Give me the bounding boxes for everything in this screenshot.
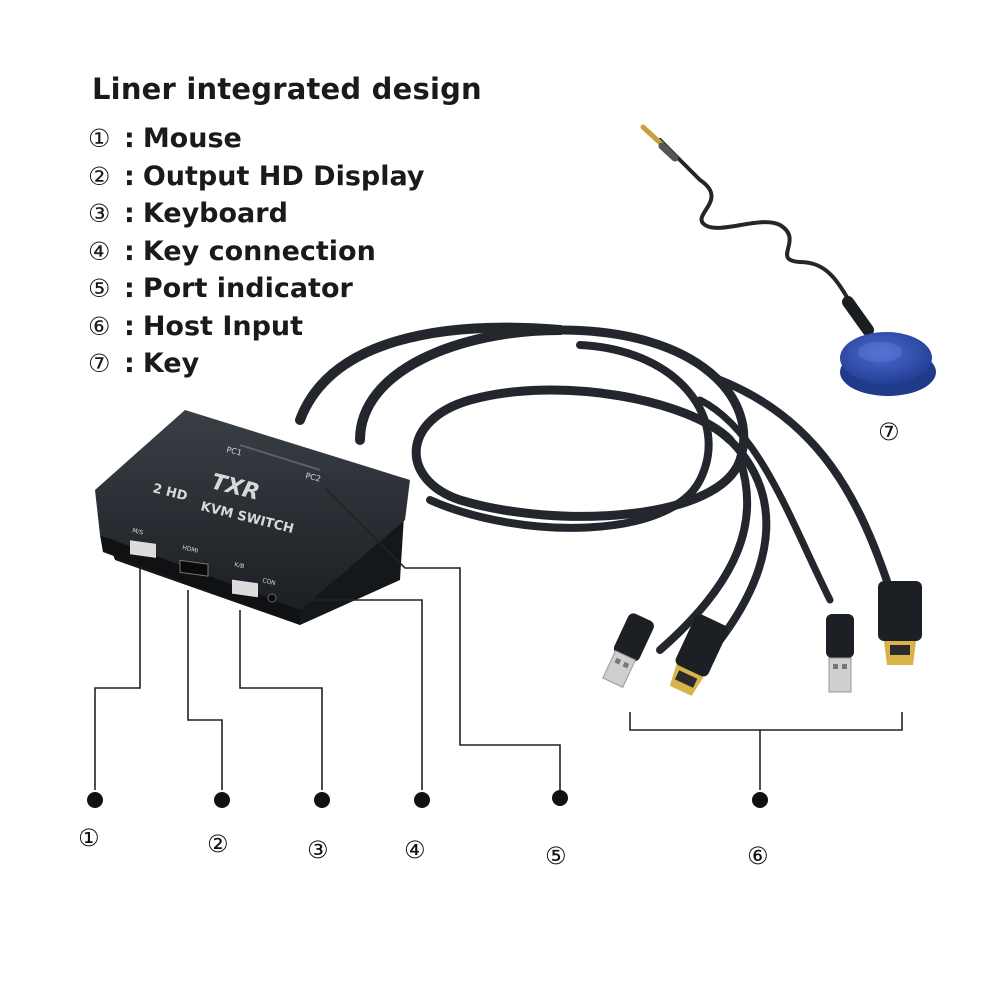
callout-port-indicator: ⑤: [545, 842, 567, 870]
leader-lines: [94, 487, 903, 790]
key-cable: [640, 124, 874, 336]
keyboard-usb-port: [232, 579, 258, 598]
legend-separator: :: [124, 123, 135, 155]
legend-number: ⑥: [88, 311, 111, 341]
legend-number: ③: [88, 199, 111, 229]
hdmi-port: [179, 559, 209, 577]
leader-dots: [87, 790, 768, 808]
kvm-device: [95, 410, 410, 625]
legend-item: ⑤ : Port indicator: [88, 270, 424, 308]
callout-key: ⑦: [878, 418, 900, 446]
legend-item: ② : Output HD Display: [88, 158, 424, 196]
callout-mouse: ①: [78, 824, 100, 852]
legend-separator: :: [124, 310, 135, 342]
legend-label: Host Input: [142, 310, 304, 342]
legend-label: Key connection: [142, 235, 376, 267]
indicator-pc2-label: PC2: [305, 471, 322, 483]
legend-separator: :: [124, 348, 135, 380]
indicator-pc1-label: PC1: [226, 445, 243, 457]
legend-number: ④: [88, 236, 111, 266]
legend-item: ⑦ : Key: [88, 345, 424, 383]
page-title: Liner integrated design: [92, 72, 482, 106]
legend-label: Mouse: [142, 123, 242, 155]
legend-separator: :: [124, 273, 135, 305]
legend: ① : Mouse ② : Output HD Display ③ : Keyb…: [88, 120, 424, 383]
legend-number: ①: [88, 124, 111, 154]
port-kb-label: K/B: [234, 561, 245, 570]
callout-output-display: ②: [207, 830, 229, 858]
legend-separator: :: [124, 198, 135, 230]
key-connection-port: [267, 593, 277, 603]
legend-item: ⑥ : Host Input: [88, 308, 424, 346]
legend-item: ③ : Keyboard: [88, 195, 424, 233]
legend-separator: :: [124, 160, 135, 192]
legend-label: Output HD Display: [142, 160, 425, 192]
mouse-usb-port: [130, 540, 156, 558]
legend-number: ②: [88, 161, 111, 191]
key-button-icon: [840, 332, 936, 396]
legend-number: ⑤: [88, 274, 111, 304]
device-ports: [130, 540, 277, 603]
callout-key-connection: ④: [404, 836, 426, 864]
legend-label: Port indicator: [142, 273, 353, 305]
port-con-label: CON: [262, 577, 277, 587]
legend-item: ④ : Key connection: [88, 233, 424, 271]
legend-number: ⑦: [88, 349, 111, 379]
callout-keyboard: ③: [307, 836, 329, 864]
legend-item: ① : Mouse: [88, 120, 424, 158]
legend-label: Key: [142, 348, 200, 380]
port-hdmi-label: HDMI: [182, 544, 200, 555]
cable-bundle: [295, 322, 894, 654]
legend-label: Keyboard: [142, 198, 288, 230]
legend-separator: :: [124, 235, 135, 267]
host-input-connectors: [602, 581, 922, 696]
callout-host-input: ⑥: [747, 842, 769, 870]
port-ms-label: M/S: [132, 527, 145, 537]
